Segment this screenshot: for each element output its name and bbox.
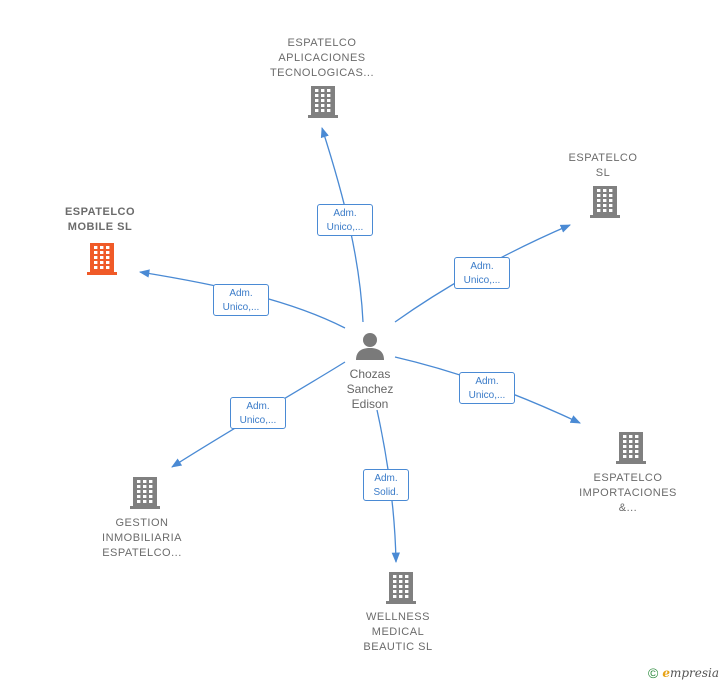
building-icon[interactable] [130,477,160,509]
edge-label-wellness[interactable]: Adm. Solid. [363,469,409,501]
edge-label-aplicaciones[interactable]: Adm. Unico,... [317,204,373,236]
brand-name: mpresia [669,666,720,680]
center-person-label[interactable]: Chozas Sanchez Edison [346,367,394,411]
edge-label-importaciones[interactable]: Adm. Unico,... [459,372,515,404]
node-label-aplicaciones[interactable]: ESPATELCO APLICACIONES TECNOLOGICAS... [269,37,375,79]
building-icon[interactable] [87,243,117,275]
node-label-mobile[interactable]: ESPATELCO MOBILE SL [64,206,136,233]
brand-initial: e [662,666,670,680]
building-icon[interactable] [308,86,338,118]
copyright-icon: © [648,665,659,681]
edge-label-espatelco-sl[interactable]: Adm. Unico,... [454,257,510,289]
node-label-wellness[interactable]: WELLNESS MEDICAL BEAUTIC SL [363,611,433,653]
node-label-espatelco-sl[interactable]: ESPATELCO SL [568,152,638,179]
edge-label-mobile[interactable]: Adm. Unico,... [213,284,269,316]
building-icon[interactable] [616,432,646,464]
footer-brand: © e mpresia [648,664,719,682]
person-icon [356,333,384,360]
edge-label-gestion[interactable]: Adm. Unico,... [230,397,286,429]
building-icon[interactable] [590,186,620,218]
node-label-gestion[interactable]: GESTION INMOBILIARIA ESPATELCO... [102,517,182,559]
building-icon[interactable] [386,572,416,604]
node-label-importaciones[interactable]: ESPATELCO IMPORTACIONES &... [579,472,677,514]
